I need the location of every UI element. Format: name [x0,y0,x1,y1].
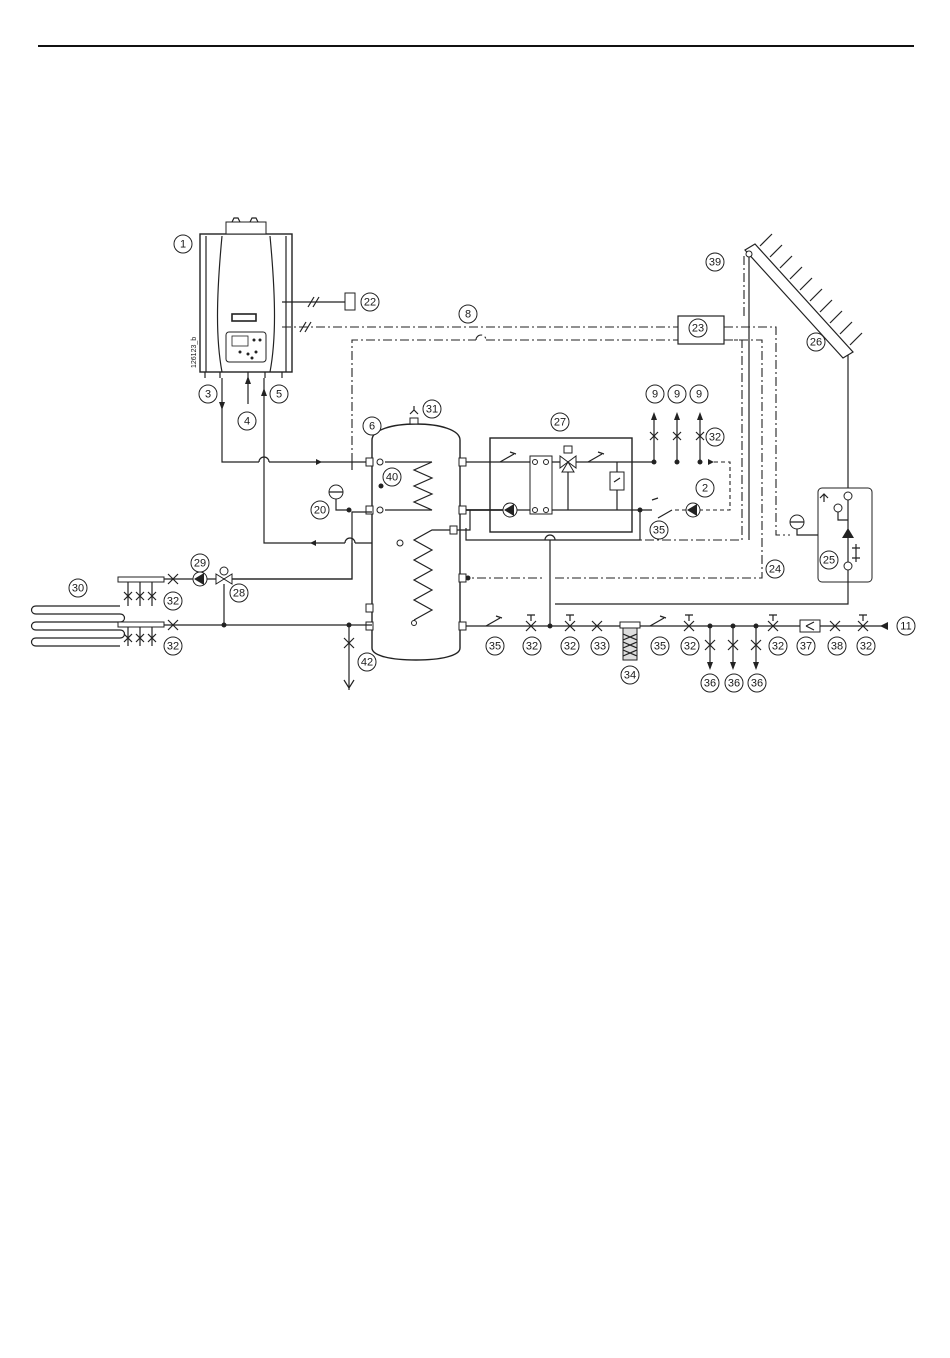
callout-label: 34 [624,670,636,682]
callout-label: 9 [696,389,702,401]
callout-label: 9 [674,389,680,401]
callout-c32d: 32 [523,637,541,655]
boiler-code: 126123_b [191,337,198,368]
callout-c36b: 36 [725,674,743,692]
callout-label: 1 [180,239,186,251]
callout-label: 39 [709,257,721,269]
callout-c4: 4 [238,412,256,430]
callout-c20: 20 [311,501,329,519]
callout-label: 32 [684,641,696,653]
callout-label: 32 [772,641,784,653]
callout-c35b: 35 [486,637,504,655]
callout-label: 37 [800,641,812,653]
callout-c1: 1 [174,235,192,253]
callout-c35a: 35 [650,521,668,539]
callout-label: 40 [386,472,398,484]
callout-label: 32 [860,641,872,653]
callout-label: 4 [244,416,250,428]
callout-c28: 28 [230,584,248,602]
callout-label: 32 [167,641,179,653]
callout-c6: 6 [363,417,381,435]
callout-label: 31 [426,404,438,416]
callout-c36c: 36 [748,674,766,692]
callout-c33: 33 [591,637,609,655]
callout-label: 20 [314,505,326,517]
callout-c25: 25 [820,551,838,569]
callout-label: 30 [72,583,84,595]
storage-tank [366,406,471,660]
callout-label: 25 [823,555,835,567]
callout-c3: 3 [199,385,217,403]
callout-c2: 2 [696,479,714,497]
callout-label: 35 [653,525,665,537]
callout-label: 36 [751,678,763,690]
callout-c24: 24 [766,560,784,578]
room-thermostat [345,293,355,310]
callout-c11: 11 [897,617,915,635]
callout-label: 24 [769,564,781,576]
callout-c9c: 9 [690,385,708,403]
callout-c32e: 32 [561,637,579,655]
callout-label: 35 [489,641,501,653]
callout-label: 23 [692,323,704,335]
cold-supply-branch [545,535,555,626]
callout-label: 3 [205,389,211,401]
callout-label: 32 [526,641,538,653]
callout-label: 36 [704,678,716,690]
callout-label: 35 [654,641,666,653]
callout-label: 2 [702,483,708,495]
callout-c32f: 32 [681,637,699,655]
callout-c32b: 32 [164,592,182,610]
floor-heating [32,508,373,647]
callout-c30: 30 [69,579,87,597]
tap-outlets [650,412,714,465]
thermometer [329,485,349,510]
callout-label: 11 [900,621,911,633]
callout-c38: 38 [828,637,846,655]
callout-label: 5 [276,389,282,401]
callout-c35c: 35 [651,637,669,655]
callout-c40: 40 [383,468,401,486]
callout-label: 33 [594,641,606,653]
callout-label: 38 [831,641,843,653]
callout-c27: 27 [551,413,569,431]
callout-c23: 23 [689,319,707,337]
callout-c32h: 32 [857,637,875,655]
callout-c39: 39 [706,253,724,271]
callout-c31: 31 [423,400,441,418]
callout-c26: 26 [807,333,825,351]
callout-label: 32 [564,641,576,653]
callout-c29: 29 [191,554,209,572]
callout-label: 32 [709,432,721,444]
callout-c32c: 32 [164,637,182,655]
drain-valve [344,625,354,690]
callout-label: 28 [233,588,245,600]
callout-label: 9 [652,389,658,401]
callout-c34: 34 [621,666,639,684]
boiler: 126123_b [191,218,292,378]
callout-label: 29 [194,558,206,570]
dhw-station [466,438,652,532]
callout-c32a: 32 [706,428,724,446]
callout-c9b: 9 [668,385,686,403]
callout-label: 27 [554,417,566,429]
callout-label: 26 [810,337,822,349]
callout-label: 42 [361,657,373,669]
callout-c42: 42 [358,653,376,671]
callout-label: 32 [167,596,179,608]
boiler-wiring [282,293,678,332]
callout-c9a: 9 [646,385,664,403]
callout-label: 36 [728,678,740,690]
callout-c32g: 32 [769,637,787,655]
callout-label: 22 [364,297,376,309]
callout-label: 8 [465,309,471,321]
callout-c22: 22 [361,293,379,311]
callout-c8: 8 [459,305,477,323]
callout-c5: 5 [270,385,288,403]
callout-label: 6 [369,421,375,433]
callout-c37: 37 [797,637,815,655]
callout-c36a: 36 [701,674,719,692]
